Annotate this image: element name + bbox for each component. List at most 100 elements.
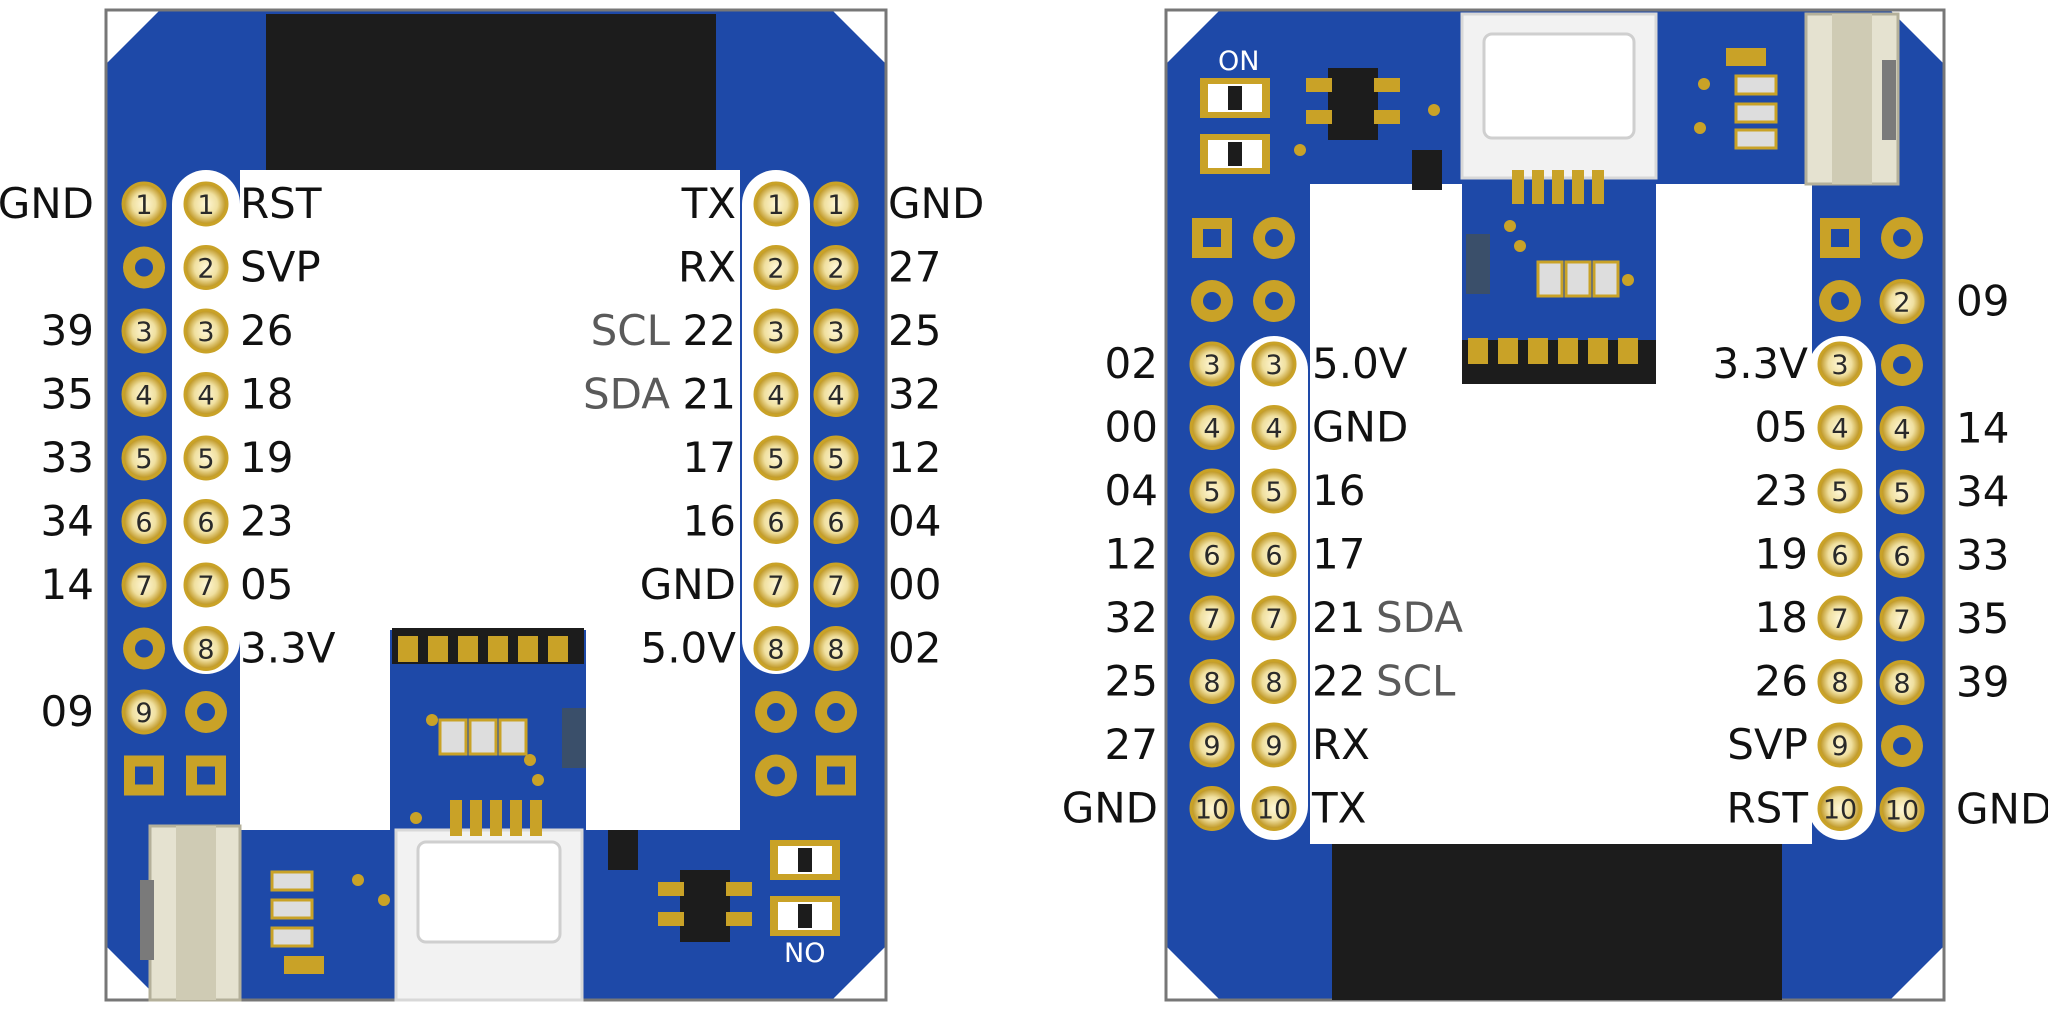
pin-number: 7 [827, 571, 844, 602]
pad-hole [135, 766, 153, 785]
pad-ring [1817, 595, 1863, 641]
pad-ring [183, 308, 229, 354]
pad-ring [1879, 660, 1925, 705]
pad-ring [813, 626, 859, 671]
pad-ring [753, 562, 799, 608]
pin-pad [815, 691, 857, 733]
pad-ring [813, 181, 859, 227]
pin-label: 12 [1105, 530, 1158, 579]
pin-pad: 3 [1251, 341, 1297, 387]
pin-label: GND [0, 179, 94, 228]
pin-label: 18 [1755, 593, 1808, 642]
pin-number: 5 [1831, 477, 1848, 508]
pad-ring [1817, 532, 1863, 577]
pin-label: 39 [41, 306, 94, 355]
pin-pad [185, 691, 227, 733]
pin-pad: 9 [1817, 722, 1863, 768]
pin-label: 25 [1105, 657, 1158, 706]
pin-label: 16 [1312, 466, 1365, 515]
pad-hole [767, 766, 785, 785]
pin-number: 4 [767, 381, 784, 412]
pin-number: 7 [1265, 604, 1282, 635]
pin-pad: 5 [183, 435, 229, 481]
pad-hole [1203, 292, 1221, 310]
pin-pad: 3 [121, 308, 167, 354]
pin-pad: 6 [753, 499, 799, 544]
pin-number: 10 [1885, 796, 1919, 827]
pad-ring [121, 308, 167, 354]
pad-ring [813, 435, 859, 481]
pin-label: TX [681, 179, 736, 228]
pad-ring [121, 435, 167, 481]
pad-ring [753, 181, 799, 227]
pin-pad: 2 [813, 245, 859, 290]
pin-number: 7 [1893, 605, 1910, 636]
pad-ring [1189, 532, 1235, 577]
pin-number: 7 [1203, 604, 1220, 635]
pad-hole [197, 703, 215, 721]
corner-bevel [1890, 10, 1944, 64]
module-cutout [1310, 370, 1812, 844]
pin-label: GND [640, 560, 736, 609]
pin-label: 26 [240, 306, 293, 355]
pin-number: 2 [767, 254, 784, 285]
pin-number: 4 [1203, 414, 1220, 445]
pad-hole [1203, 229, 1221, 247]
pad-hole [1893, 356, 1911, 374]
pin-pad [1881, 344, 1923, 386]
pin-number: 5 [827, 444, 844, 475]
pin-label: 19 [240, 433, 293, 482]
pin-pad: 5 [813, 435, 859, 481]
pad-ring [753, 245, 799, 290]
pin-pad: 4 [121, 372, 167, 417]
pad-ring [1817, 468, 1863, 514]
pin-label: 33 [41, 433, 94, 482]
pin-pad: 1 [813, 181, 859, 227]
pin-pad: 10 [1251, 786, 1297, 831]
pin-number: 5 [1893, 478, 1910, 509]
pin-number: 3 [767, 317, 784, 348]
pin-label: RX [1312, 720, 1370, 769]
pad-ring [183, 626, 229, 671]
pin-label: 00 [1105, 403, 1158, 452]
pin-number: 10 [1823, 795, 1857, 826]
pin-number: 9 [1831, 731, 1848, 762]
pin-pad: 8 [1879, 660, 1925, 705]
smd-components [410, 708, 586, 824]
pin-number: 5 [767, 444, 784, 475]
pin-pad: 3 [1817, 341, 1863, 387]
pad-ring [753, 435, 799, 481]
pin-pad: 6 [1879, 533, 1925, 578]
pin-number: 8 [197, 635, 214, 666]
usb-connector [394, 800, 584, 1002]
pin-number: 2 [197, 254, 214, 285]
pin-number: 4 [1893, 415, 1910, 446]
antenna-area [1332, 842, 1782, 1000]
pin-label: GND [1956, 785, 2048, 834]
pad-ring [1189, 786, 1235, 831]
module-cutout [240, 170, 740, 630]
pad-ring [1879, 469, 1925, 515]
pin-number: 3 [827, 317, 844, 348]
pin-pad: 4 [183, 372, 229, 417]
reset-button [140, 824, 242, 1002]
pin-pad: 1 [121, 181, 167, 227]
usb-connector [1460, 12, 1658, 204]
pin-number: 5 [1203, 477, 1220, 508]
module-cutout [586, 620, 740, 830]
pad-hole [827, 766, 845, 785]
pin-pad: 8 [813, 626, 859, 671]
pad-ring [1251, 341, 1297, 387]
pin-number: 3 [135, 317, 152, 348]
pin-pad [1192, 218, 1232, 258]
pad-ring [1879, 596, 1925, 642]
pin-pad [1253, 217, 1295, 259]
pin-number: 10 [1195, 795, 1229, 826]
pin-label: 09 [41, 687, 94, 736]
pin-number: 6 [827, 508, 844, 539]
pad-ring [183, 372, 229, 417]
pin-pad: 7 [1817, 595, 1863, 641]
pin-pad [1191, 280, 1233, 322]
pin-label: 34 [41, 497, 94, 546]
pad-ring [1251, 468, 1297, 514]
